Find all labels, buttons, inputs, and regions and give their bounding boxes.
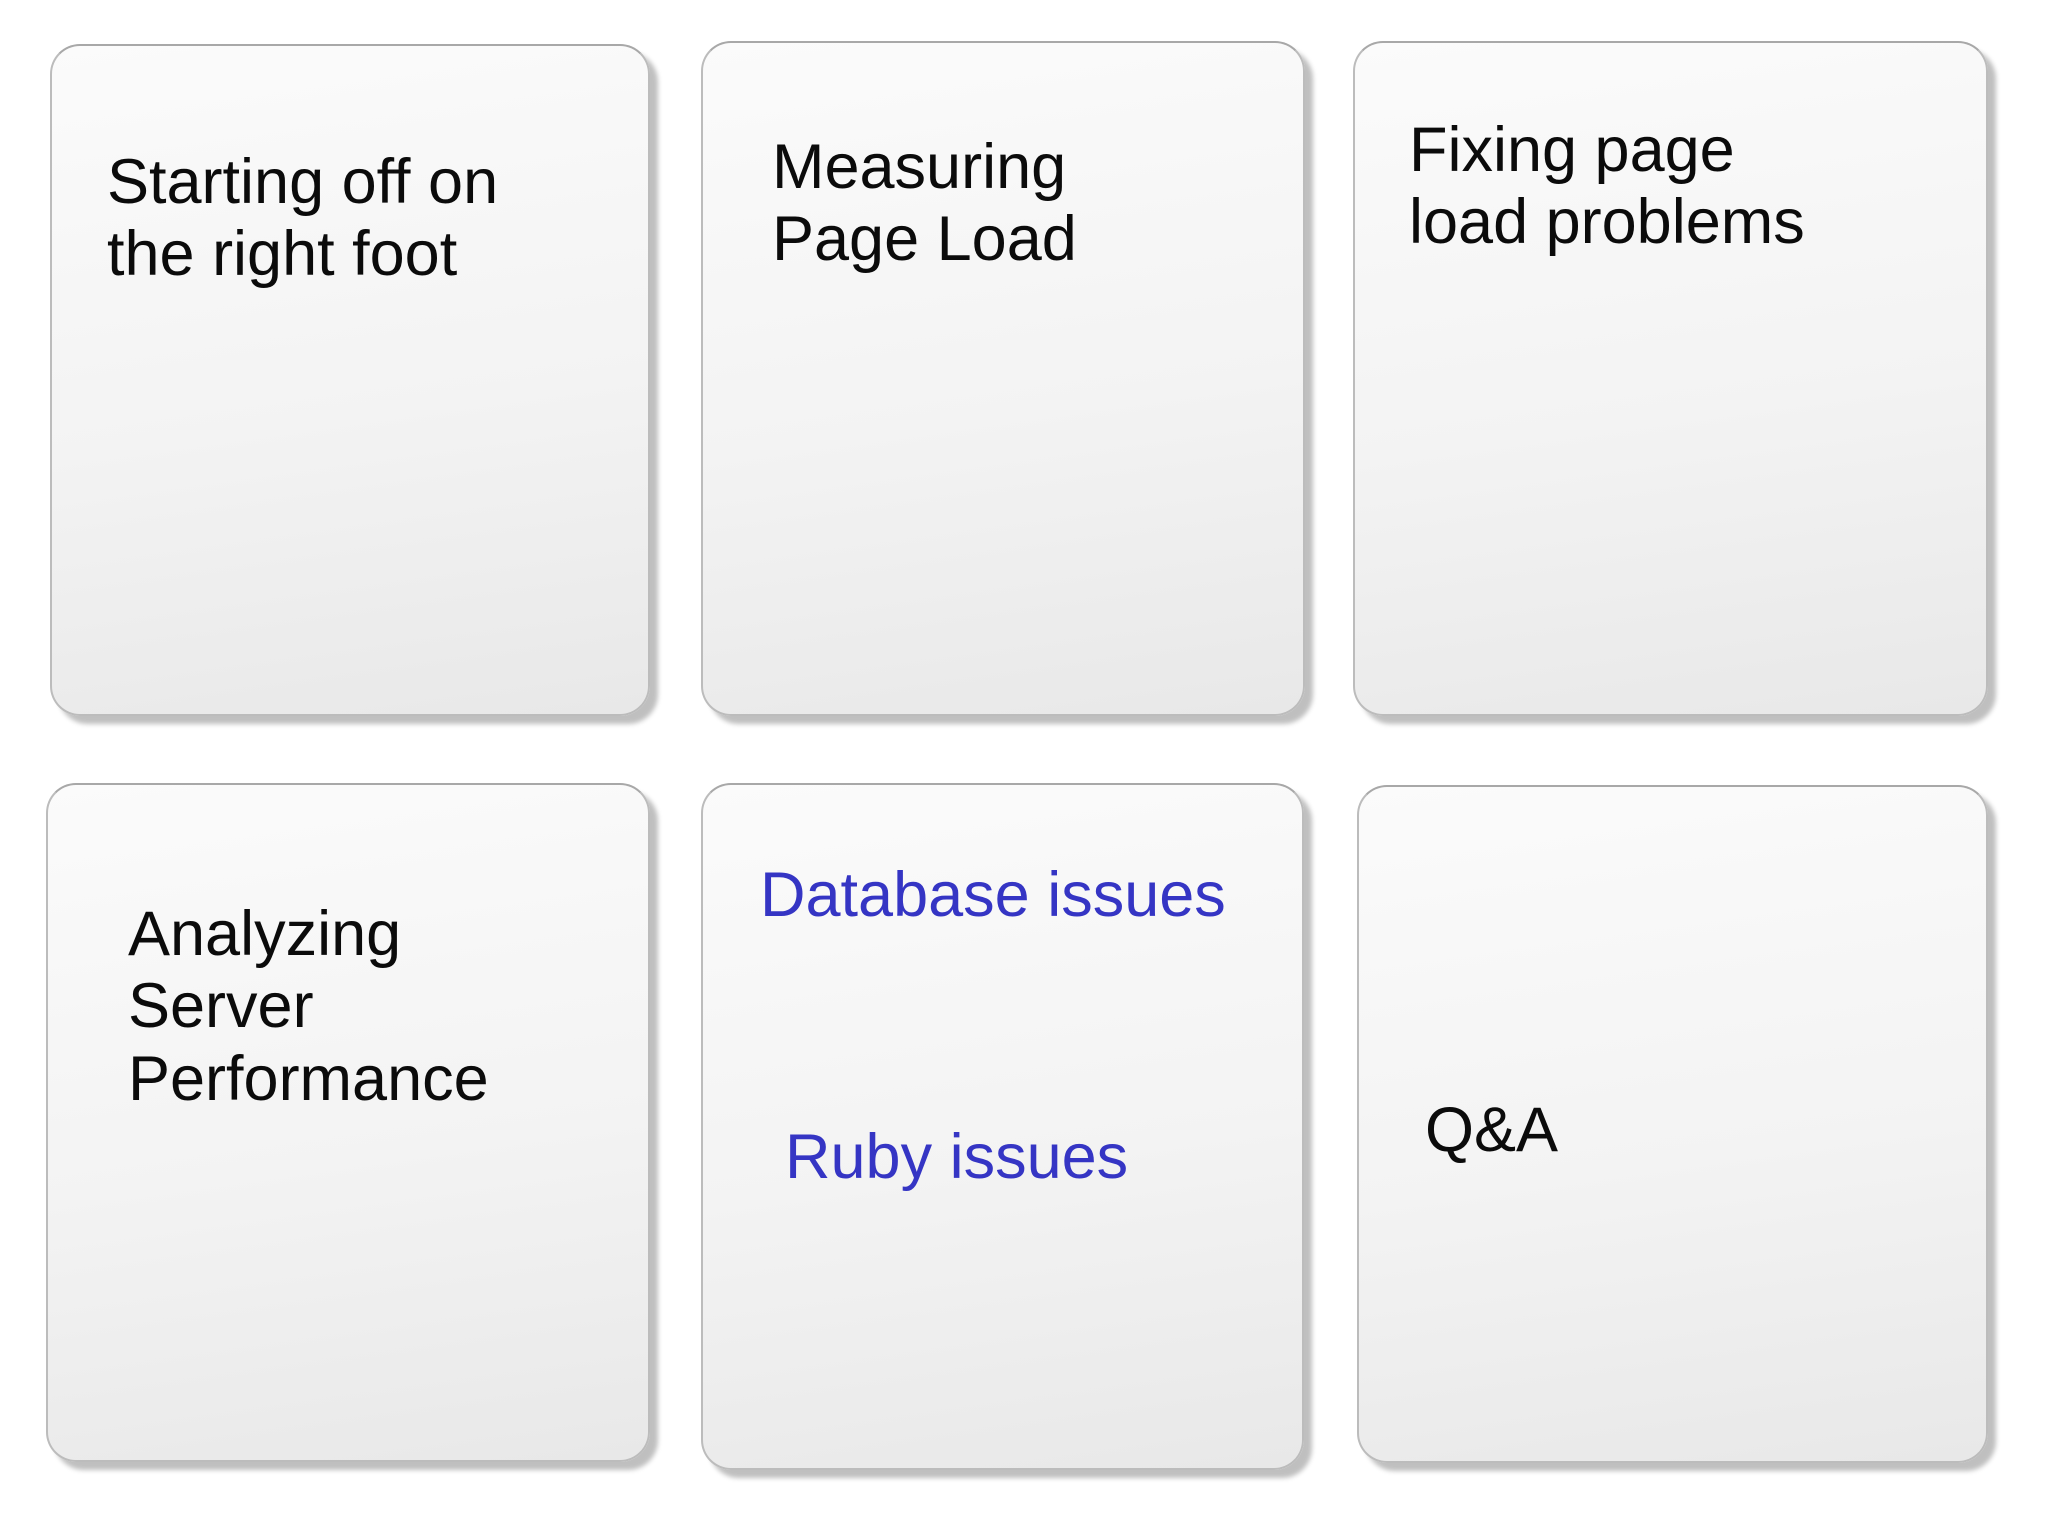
card-title: Measuring Page Load [772,132,1077,275]
database-issues-link[interactable]: Database issues [760,860,1226,930]
ruby-issues-link[interactable]: Ruby issues [785,1122,1129,1192]
card-title: Q&A [1425,1095,1559,1165]
card-fixing-page-load-problems: Fixing page load problems [1353,41,1988,716]
card-title: Analyzing Server Performance [128,899,489,1114]
card-qa: Q&A [1357,785,1988,1463]
card-measuring-page-load: Measuring Page Load [701,41,1305,716]
card-issues-links: Database issues Ruby issues [701,783,1304,1470]
card-title: Starting off on the right foot [107,147,499,290]
card-starting-off-right-foot: Starting off on the right foot [50,44,650,716]
card-analyzing-server-performance: Analyzing Server Performance [46,783,650,1462]
card-title: Fixing page load problems [1409,115,1805,258]
